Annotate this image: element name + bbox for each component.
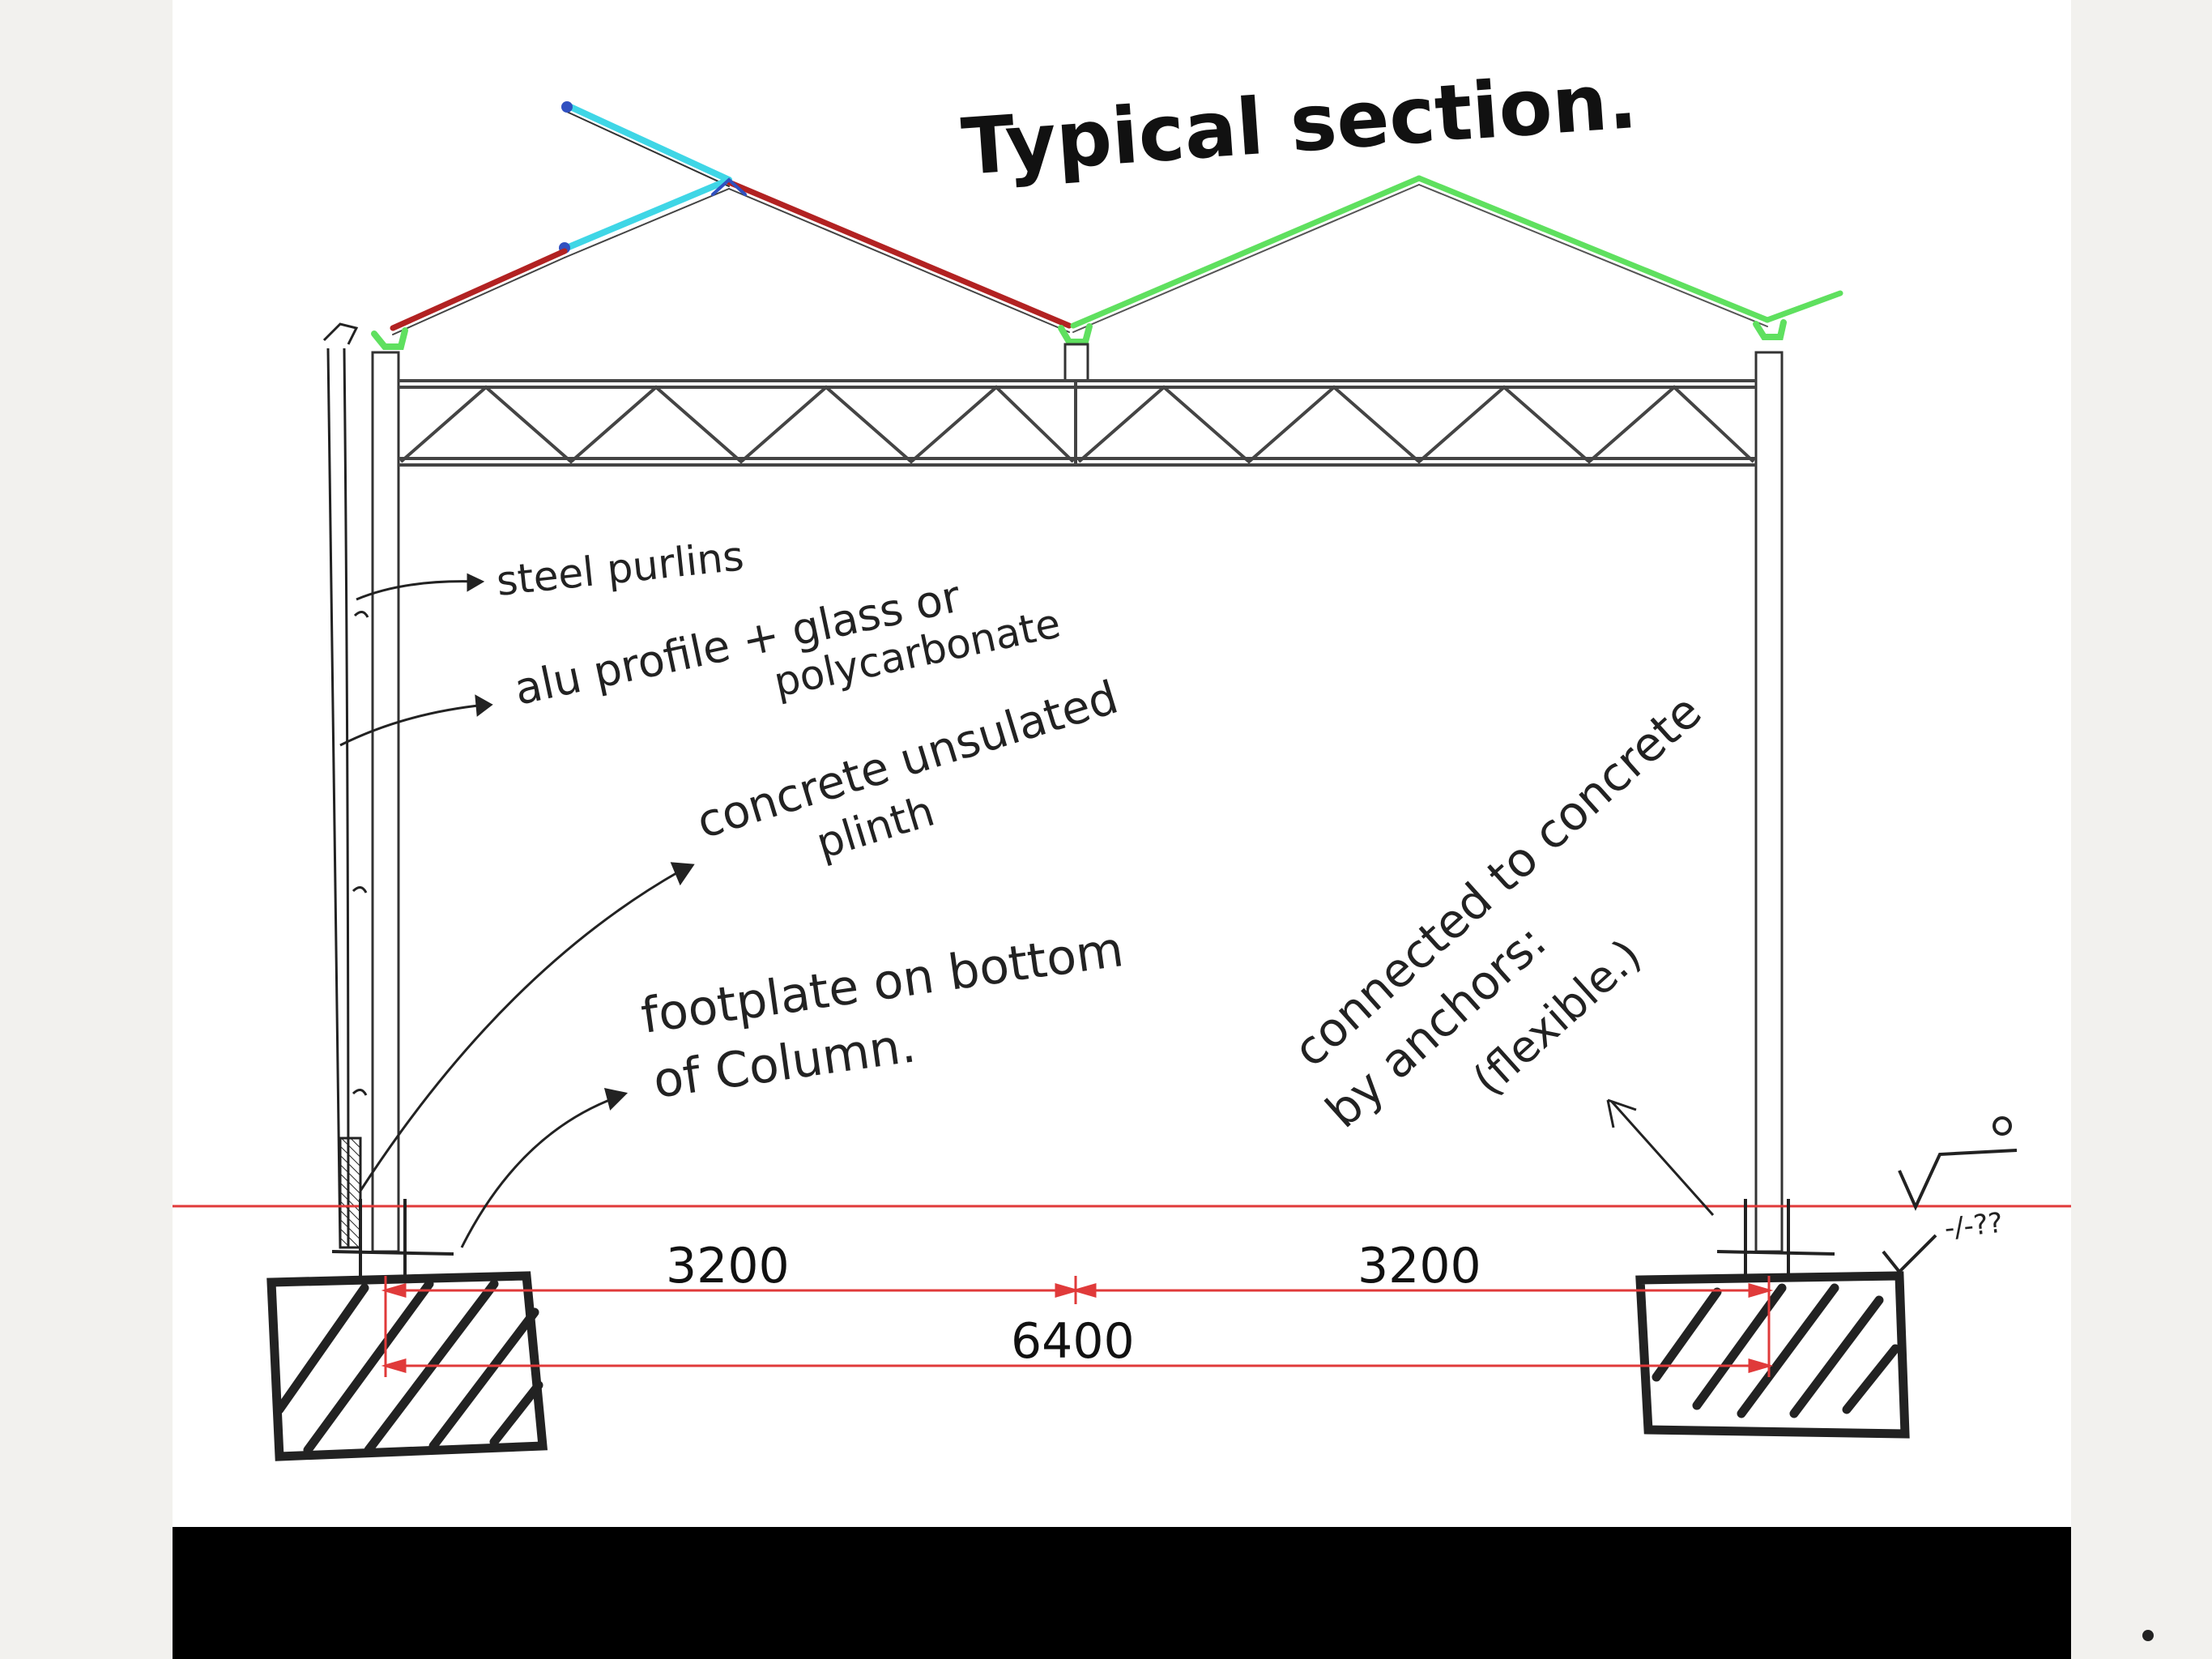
roof-structure xyxy=(371,101,1843,350)
level-marker xyxy=(1882,1116,2018,1273)
dimension-total-span: 6400 xyxy=(1011,1313,1135,1370)
facade-sketch xyxy=(322,322,369,1249)
roof-cyan-lower xyxy=(560,177,732,253)
gutter-right xyxy=(1753,319,1787,340)
dimension-lines xyxy=(381,1276,1774,1377)
roof-green-overhang xyxy=(1764,290,1843,323)
roof-cyan-upper xyxy=(564,102,732,183)
level-mark-label: -/-?? xyxy=(1943,1207,2005,1245)
dimension-left-span: 3200 xyxy=(666,1238,790,1294)
column-middle-stub xyxy=(1063,343,1089,382)
note-steel-purlins: steel purlins xyxy=(494,532,746,605)
truss-web-right xyxy=(1077,385,1755,464)
plinth-hatch xyxy=(339,1137,362,1249)
column-right xyxy=(1754,351,1784,1253)
base-plates xyxy=(331,1199,1835,1276)
corner-dot xyxy=(2142,1630,2154,1641)
bottom-bar xyxy=(173,1527,2071,1659)
roof-red-right xyxy=(726,179,1072,329)
dimension-right-span: 3200 xyxy=(1357,1238,1481,1294)
roof-green-left xyxy=(1070,175,1422,329)
drawing-title: Typical section. xyxy=(959,55,1640,193)
column-left xyxy=(371,351,400,1253)
roof-node xyxy=(561,101,573,113)
truss xyxy=(399,379,1756,467)
gutter-middle xyxy=(1058,323,1093,345)
truss-web-left xyxy=(399,385,1075,464)
note-anchors-1: connected to concrete xyxy=(1283,684,1712,1077)
gutter-left xyxy=(371,327,408,350)
roof-red-left xyxy=(390,248,568,331)
footing-right xyxy=(1635,1271,1910,1439)
annotation-arrows xyxy=(339,573,1715,1248)
roof-green-right xyxy=(1416,175,1771,323)
